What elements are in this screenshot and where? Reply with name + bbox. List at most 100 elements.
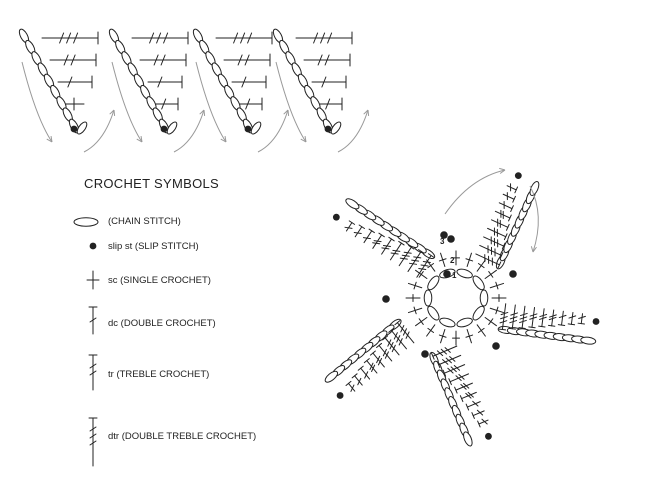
stitch-sc xyxy=(452,330,460,346)
stitch-sc xyxy=(405,294,421,302)
stitch-sc xyxy=(438,328,447,344)
stitch-dc xyxy=(557,310,567,326)
slip-stitch xyxy=(514,172,522,180)
up-arrow xyxy=(173,109,205,153)
slip-stitch xyxy=(492,342,500,350)
chain-stitch xyxy=(427,305,440,321)
arrow-head xyxy=(220,135,227,143)
stitch-row xyxy=(147,75,183,89)
stitch-tr xyxy=(369,350,385,368)
arm-diagrams xyxy=(18,28,370,153)
down-arrow xyxy=(275,61,307,143)
round-number-3: 3 xyxy=(440,237,445,246)
up-arrow xyxy=(257,109,289,153)
stitch-tr xyxy=(548,309,557,327)
arm-panel-3 xyxy=(192,28,290,153)
stitch-tr xyxy=(490,218,510,231)
chain-stitch xyxy=(330,121,342,135)
stitch-dc xyxy=(502,192,516,203)
stitch-tr xyxy=(448,373,470,386)
chain-stitch xyxy=(472,275,485,291)
up-arrow xyxy=(83,109,115,153)
slip-stitch xyxy=(509,270,517,278)
stitch-tr xyxy=(372,232,385,249)
chain-stitch xyxy=(456,317,473,328)
chain-stitch xyxy=(423,289,433,307)
dc-symbol xyxy=(88,306,98,335)
chain-stitch xyxy=(166,121,178,135)
stitch-tr xyxy=(398,245,415,267)
stitch-row xyxy=(139,53,187,67)
stitch-tr xyxy=(459,391,477,403)
stitch-row xyxy=(231,75,267,89)
stitch-sc xyxy=(415,316,428,327)
slip-stitch xyxy=(443,270,451,278)
slip-stitch xyxy=(382,295,390,303)
stitch-sc xyxy=(489,306,505,315)
stitch-sc xyxy=(426,324,436,337)
chain-stitch xyxy=(580,336,597,345)
arm-right xyxy=(497,303,600,345)
stitch-sc xyxy=(452,250,460,266)
stitch-tr xyxy=(381,236,395,255)
arm-panel-4 xyxy=(272,28,370,153)
slip-stitch xyxy=(324,125,332,133)
slip-stitch xyxy=(440,231,448,239)
stitch-sc xyxy=(484,269,497,280)
round-number-2: 2 xyxy=(450,256,455,265)
stitch-dc xyxy=(353,224,365,238)
arrow-head xyxy=(46,135,53,143)
stitch-row xyxy=(155,97,179,111)
legend-label-dtr: dtr (DOUBLE TREBLE CROCHET) xyxy=(108,431,257,442)
arm-lower-left xyxy=(324,318,415,399)
stitch-tr xyxy=(389,240,405,261)
chain-stitch xyxy=(73,217,99,227)
stitch-dc xyxy=(357,365,371,380)
stitch-row xyxy=(303,53,351,67)
stitch-row xyxy=(131,31,189,45)
stitch-row xyxy=(295,31,353,45)
slip-stitch xyxy=(89,242,97,250)
stitch-sc xyxy=(415,269,428,280)
stitch-dc xyxy=(567,311,577,326)
arm-bottom xyxy=(429,345,492,447)
stitch-tr xyxy=(528,306,538,329)
chain-stitch xyxy=(345,198,360,210)
tr-symbol xyxy=(88,354,98,391)
legend-label-chain: (CHAIN STITCH) xyxy=(108,216,181,227)
stitch-dc xyxy=(345,380,356,392)
arm-panel-1 xyxy=(18,28,116,153)
down-arrow xyxy=(195,61,227,143)
stitch-dc xyxy=(577,313,586,325)
stitch-tr xyxy=(431,345,458,360)
stitch-tr xyxy=(363,358,378,374)
up-arrow xyxy=(337,109,369,153)
arrow-head xyxy=(363,109,370,117)
stitch-dc xyxy=(362,228,375,244)
arrow-head xyxy=(109,109,116,117)
stitch-dc xyxy=(506,183,519,194)
stitch-row xyxy=(239,97,263,111)
legend-label-sc: sc (SINGLE CROCHET) xyxy=(108,275,211,286)
stitch-row xyxy=(41,31,99,45)
stitch-sc xyxy=(489,281,505,290)
stitch-tr xyxy=(487,227,508,241)
arm-upper-left xyxy=(332,198,436,278)
slip-stitch xyxy=(336,392,344,399)
chain-stitch xyxy=(76,121,88,135)
stitch-sc xyxy=(407,306,423,315)
chain-stitch xyxy=(439,317,456,328)
stitch-sc xyxy=(438,252,447,268)
stitch-sc xyxy=(465,328,474,344)
stitch-dc xyxy=(471,409,485,419)
slip-stitch xyxy=(332,213,340,221)
stitch-tr xyxy=(479,244,504,259)
arrow-head xyxy=(283,109,290,117)
slip-stitch xyxy=(421,350,429,358)
legend-label-slip: slip st (SLIP STITCH) xyxy=(108,241,199,252)
arrow-head xyxy=(300,135,307,143)
stitch-tr xyxy=(382,335,400,356)
stitch-tr xyxy=(508,304,519,330)
slip-stitch xyxy=(160,125,168,133)
